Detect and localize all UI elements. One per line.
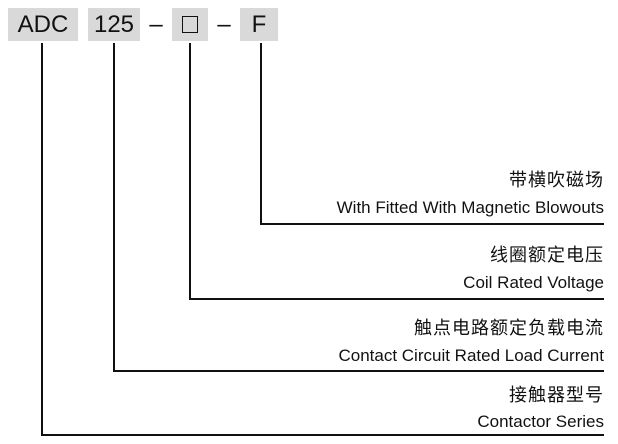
code-suffix-box: F [240,8,278,41]
code-series-box: ADC [8,8,78,41]
code-dash-2: – [211,8,237,41]
code-suffix-text: F [251,11,267,38]
field-blowouts-en: With Fitted With Magnetic Blowouts [336,198,604,217]
field-blowouts-cn: 带横吹磁场 [509,170,604,191]
field-series-cn: 接触器型号 [509,385,604,406]
empty-square-icon [182,15,198,33]
field-current-cn: 触点电路额定负载电流 [414,318,604,339]
connector-current [113,43,604,372]
code-dash-1-text: – [149,11,163,38]
code-dash-1: – [143,8,169,41]
code-dash-2-text: – [217,11,231,38]
code-current-box: 125 [88,8,140,41]
code-series-text: ADC [17,11,69,38]
field-current-en: Contact Circuit Rated Load Current [338,346,604,365]
code-voltage-box [172,8,208,41]
field-coil-cn: 线圈额定电压 [490,245,604,266]
code-current-text: 125 [93,11,135,38]
field-series-en: Contactor Series [477,412,604,431]
connector-voltage [189,43,604,300]
connector-suffix [260,43,604,225]
field-coil-en: Coil Rated Voltage [463,273,604,292]
connector-series [41,43,604,436]
